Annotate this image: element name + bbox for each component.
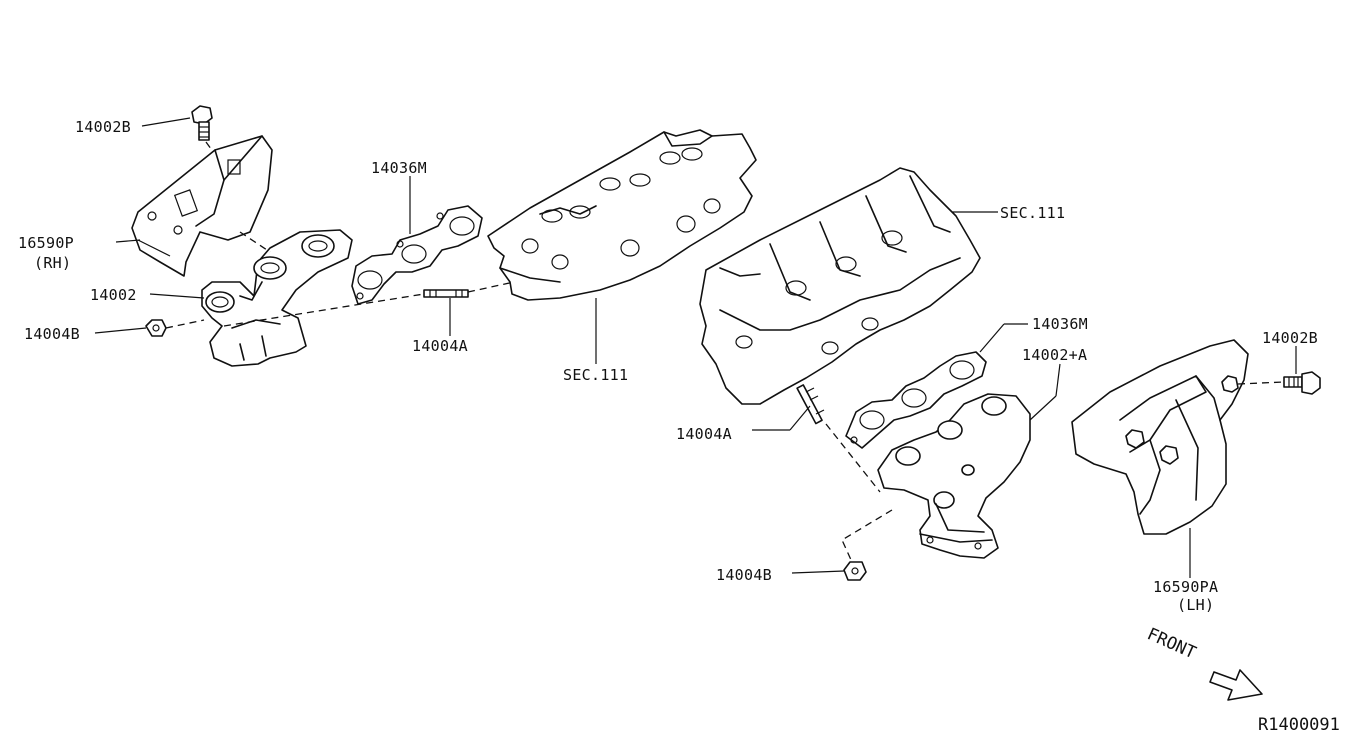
nut-14004b-rh bbox=[145, 319, 167, 337]
cylinder-head-rh bbox=[487, 129, 757, 301]
label-manifold-rh: 14002 bbox=[90, 286, 137, 304]
label-nut-rh: 14004B bbox=[24, 325, 80, 343]
manifold-lh bbox=[877, 393, 1031, 559]
label-heat-shield-rh: 16590P bbox=[18, 234, 74, 252]
gasket-rh bbox=[351, 205, 483, 305]
heat-shield-lh bbox=[1071, 339, 1249, 535]
bolt-14002b-lh bbox=[1283, 371, 1321, 395]
manifold-rh bbox=[201, 229, 353, 367]
heat-shield-rh bbox=[131, 135, 273, 277]
stud-14004a-rh bbox=[423, 289, 469, 298]
label-stud-rh: 14004A bbox=[412, 337, 468, 355]
label-front: FRONT bbox=[1144, 624, 1199, 663]
bolt-14002b-rh bbox=[191, 105, 213, 141]
label-reference-number: R1400091 bbox=[1258, 715, 1340, 735]
label-nut-lh: 14004B bbox=[716, 566, 772, 584]
cylinder-head-lh bbox=[699, 167, 981, 405]
label-heat-shield-rh-side: (RH) bbox=[34, 254, 71, 272]
front-arrow-icon bbox=[1209, 669, 1263, 701]
gasket-lh bbox=[845, 351, 987, 449]
label-bolt-lh: 14002B bbox=[1262, 329, 1318, 347]
stud-14004a-lh bbox=[796, 384, 825, 425]
label-sec-rh: SEC.111 bbox=[563, 366, 628, 384]
label-heat-shield-lh: 16590PA bbox=[1153, 578, 1218, 596]
leader-lines bbox=[94, 117, 1297, 578]
label-heat-shield-lh-side: (LH) bbox=[1177, 596, 1214, 614]
label-gasket-rh: 14036M bbox=[371, 159, 427, 177]
nut-14004b-lh bbox=[843, 561, 867, 581]
label-manifold-lh: 14002+A bbox=[1022, 346, 1087, 364]
label-stud-lh: 14004A bbox=[676, 425, 732, 443]
label-gasket-lh: 14036M bbox=[1032, 315, 1088, 333]
label-bolt-rh: 14002B bbox=[75, 118, 131, 136]
label-sec-lh: SEC.111 bbox=[1000, 204, 1065, 222]
